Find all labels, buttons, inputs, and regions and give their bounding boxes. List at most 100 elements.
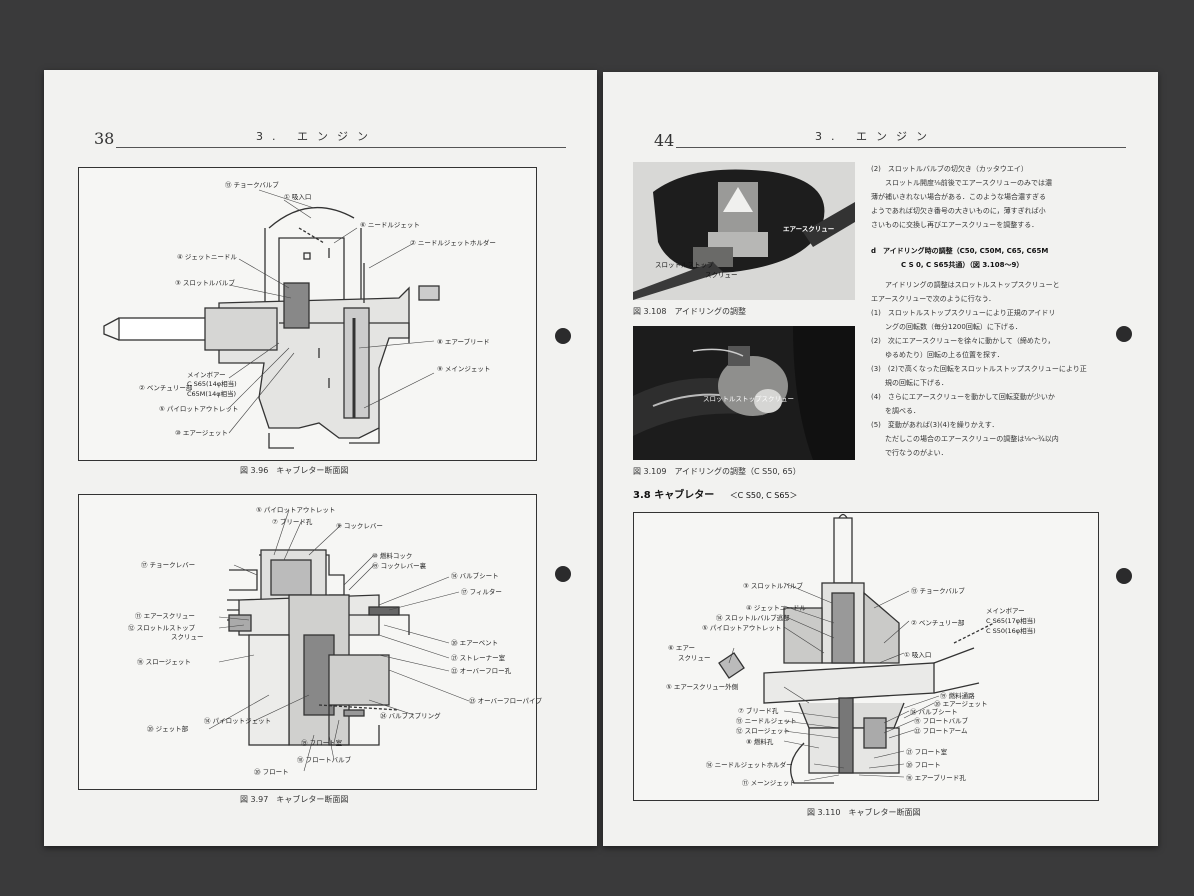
right-page: 44 3. エンジン エアースクリュー スロットルストップ スクリュー 図 3.…: [603, 72, 1158, 846]
chapter-title: 3. エンジン: [815, 130, 936, 143]
label-valve-spring: ㉔ バルブスプリング: [380, 712, 441, 720]
body-line: 規の回転に下げる．: [885, 379, 948, 387]
label-venturi: ② ベンチュリー部: [139, 384, 193, 392]
body-line: (5) 変動があれば(3)(4)を繰りかえす．: [871, 421, 999, 429]
punch-hole: [555, 328, 571, 344]
label-float-arm: ㉒ フロートアーム: [914, 727, 968, 735]
label-air-screw-1: ⑥ エアー: [668, 644, 696, 652]
label-filter: ⑰ フィルター: [461, 588, 502, 596]
text-cutaway-section: (2) スロットルバルブの切欠き（カッタウエイ） スロットル開度⅛前後でエアース…: [871, 162, 1131, 232]
page-number: 38: [94, 129, 115, 148]
label-fuel-cock: ⑩ 燃料コック: [372, 552, 413, 560]
body-line: (3) (2)で高くなった回転をスロットルストップスクリューにより正: [871, 365, 1087, 373]
section-number: 3.8: [633, 490, 651, 501]
label-main-bore-c65m: C65M(14φ相当): [187, 390, 237, 398]
label-fuel-hole: ⑧ 燃料孔: [746, 738, 774, 746]
item2-line: スロットル開度⅛前後でエアースクリューのみでは濃: [885, 179, 1053, 187]
label-intake: ① 吸入口: [904, 651, 932, 659]
photo-label-air-screw: エアースクリュー: [783, 225, 835, 233]
label-slow-jet: ⑯ スロージェット: [137, 658, 191, 666]
label-air-screw-outer: ⑤ エアースクリュー外側: [666, 683, 739, 691]
label-intake: ① 吸入口: [284, 193, 312, 201]
label-pilot-outlet: ⑤ パイロットアウトレット: [702, 624, 782, 632]
label-valve-seat: ⑭ バルブシート: [451, 572, 499, 580]
label-main-bore-title: メインボアー: [187, 371, 226, 379]
label-fuel-passage: ⑲ 燃料通路: [940, 692, 975, 700]
caption-fig-3-110: 図 3.110 キャブレター断面図: [807, 808, 921, 817]
label-float-chamber: ⑲ フロート室: [301, 739, 343, 747]
label-choke-lever: ⑰ チョークレバー: [141, 561, 196, 569]
label-air-screw-2: スクリュー: [678, 654, 711, 662]
label-cs65: C S65(17φ相当): [986, 617, 1036, 625]
photo-3-109: スロットルストップスクリュー: [633, 326, 855, 460]
item2-line: 薄が補いきれない場合がある．このような場合濃すぎる: [871, 193, 1046, 201]
label-float-valve: ⑱ フロートバルブ: [297, 756, 352, 764]
idle-adjust-photo-1: [633, 162, 855, 300]
label-needle-jet: ⑥ ニードルジェット: [360, 221, 420, 229]
label-cock-lever-ura: ⑲ コックレバー裏: [372, 562, 427, 570]
punch-hole: [1116, 568, 1132, 584]
header-rule: [116, 147, 566, 148]
caption-fig-3-97: 図 3.97 キャブレター断面図: [240, 795, 349, 804]
body-line: (2) 次にエアースクリューを徐々に動かして（締めたり，: [871, 337, 1055, 345]
label-overflow-hole: ㉒ オーバーフロー孔: [451, 667, 512, 675]
left-page: 38 3. エンジン: [44, 70, 597, 846]
body-line: アイドリングの調整はスロットルストップスクリューと: [885, 281, 1060, 289]
d-title: d アイドリング時の調整（C50, C50M, C65, C65M: [871, 247, 1049, 255]
section-models: ＜C S50, C S65＞: [729, 491, 798, 500]
item2-line: ようであれば切欠き番号の大きいものに，薄すぎれば小: [871, 207, 1046, 215]
label-float-valve: ⑮ フロートバルブ: [914, 717, 969, 725]
figure-3-110: ③ スロットルバルブ ⑬ チョークバルブ ④ ジェットニードル ⑭ スロットルバ…: [633, 512, 1099, 801]
label-air-jet: ⑳ エアージェット: [934, 700, 988, 708]
carburetor-section-drawing-2: [208, 509, 470, 772]
label-air-jet: ⑩ エアージェット: [175, 429, 228, 437]
page-number: 44: [654, 131, 675, 150]
photo-label-throttle-stop: スロットルストップスクリュー: [703, 395, 794, 403]
label-bleed-hole: ⑦ ブリード孔: [272, 518, 313, 526]
label-throttle-stop-screw-2: スクリュー: [171, 633, 204, 641]
label-bleed-hole: ⑦ ブリード孔: [738, 707, 779, 715]
photo-label-throttle-stop-1: スロットルストップ: [655, 261, 714, 269]
photo-label-throttle-stop-2: スクリュー: [705, 271, 738, 279]
text-idle-body: アイドリングの調整はスロットルストップスクリューと エアースクリューで次のように…: [871, 278, 1141, 460]
label-cock-lever: ⑨ コックレバー: [336, 522, 383, 530]
section-heading: 3.8 キャブレター ＜C S50, C S65＞: [633, 486, 798, 501]
body-line: エアースクリューで次のように行なう．: [871, 295, 996, 303]
body-line: (1) スロットルストップスクリューにより正規のアイドリ: [871, 309, 1056, 317]
figure-3-97: ⑤ パイロットアウトレット ⑦ ブリード孔 ⑨ コックレバー ⑩ 燃料コック ⑲…: [78, 494, 542, 790]
chapter-title: 3. エンジン: [256, 130, 377, 143]
label-air-bleed-hole: ⑯ エアーブリード孔: [906, 774, 966, 782]
label-main-bore-cs65: C S65(14φ相当): [187, 380, 237, 388]
punch-hole: [555, 566, 571, 582]
label-needle-jet-holder: ⑭ ニードルジェットホルダー: [706, 761, 793, 769]
label-main-jet: ⑪ メーンジェット: [742, 779, 796, 787]
label-throttle-stop-screw-1: ⑫ スロットルストップ: [128, 624, 196, 632]
body-line: ゆるめたり）回転の上る位置を探す．: [885, 351, 1004, 359]
label-air-screw: ⑪ エアースクリュー: [135, 612, 195, 620]
label-float: ⑳ フロート: [906, 761, 941, 769]
body-line: (4) さらにエアースクリューを動かして回転変動が少いか: [871, 393, 1055, 401]
text-idle-heading: d アイドリング時の調整（C50, C50M, C65, C65M C S 0,…: [871, 244, 1141, 272]
label-float-chamber: ㉑ フロート室: [906, 748, 948, 756]
d-title-2: C S 0, C S65共通）（図 3.108～9）: [901, 261, 1024, 269]
label-throttle-valve: ③ スロットルバルブ: [743, 582, 803, 590]
label-slow-jet: ⑫ スロージェット: [736, 727, 790, 735]
caption-fig-3-96: 図 3.96 キャブレター断面図: [240, 466, 349, 475]
label-valve-seat: ⑭ バルブシート: [910, 708, 958, 716]
label-cs50: C S50(16φ相当): [986, 627, 1036, 635]
body-line: ングの回転数（毎分1200回転）に下げる．: [885, 323, 1022, 331]
label-main-jet: ⑨ メインジェット: [437, 365, 491, 373]
label-air-vent: ⑳ エアーベント: [451, 639, 499, 647]
carburetor-section-drawing-3: [718, 513, 995, 784]
label-strainer: ㉑ ストレーナー室: [451, 654, 506, 662]
label-needle-jet: ⑬ ニードルジェット: [736, 717, 797, 725]
label-jet-section: ⑳ ジェット部: [147, 725, 189, 733]
label-throttle-cut: ⑭ スロットルバルブ逃部: [716, 614, 790, 622]
label-jet-needle: ④ ジェットニードル: [746, 604, 806, 612]
section-title: キャブレター: [654, 490, 715, 501]
label-pilot-outlet: ⑤ パイロットアウトレット: [159, 405, 239, 413]
header-rule: [676, 147, 1126, 148]
item2-line: さいものに交換し再びエアースクリューを調整する．: [871, 221, 1039, 229]
photo-3-108: エアースクリュー スロットルストップ スクリュー: [633, 162, 855, 300]
label-choke-valve: ⑬ チョークバルブ: [911, 587, 965, 595]
